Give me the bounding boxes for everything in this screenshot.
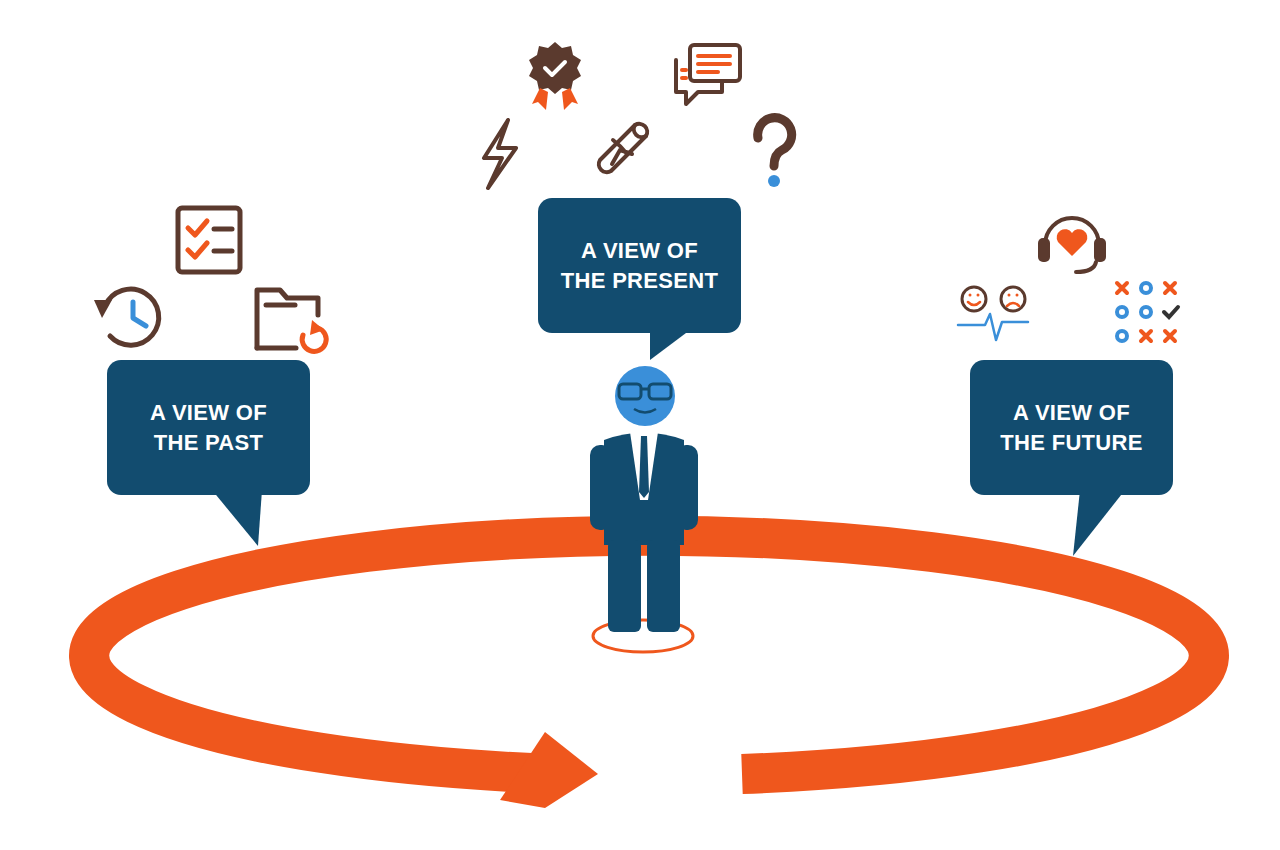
bubble-tail	[650, 330, 690, 360]
speech-bubble: A VIEW OF THE FUTURE	[970, 360, 1173, 495]
future-icons	[958, 218, 1106, 340]
bubble-text: A VIEW OF THE PAST	[129, 398, 288, 458]
bubble-text: A VIEW OF THE PRESENT	[560, 236, 719, 296]
bubble-text: A VIEW OF THE FUTURE	[992, 398, 1151, 458]
bubble-tail	[1073, 490, 1125, 556]
past-icons	[94, 208, 326, 351]
bubble-tail	[212, 490, 262, 546]
tic-tac-toe-grid	[1117, 283, 1178, 341]
speech-bubble: A VIEW OF THE PRESENT	[538, 198, 741, 333]
cycle-arrowhead	[500, 732, 598, 808]
cycle-ring	[89, 536, 1209, 774]
speech-bubble: A VIEW OF THE PAST	[107, 360, 310, 495]
present-icons	[484, 42, 792, 188]
person	[590, 366, 698, 652]
